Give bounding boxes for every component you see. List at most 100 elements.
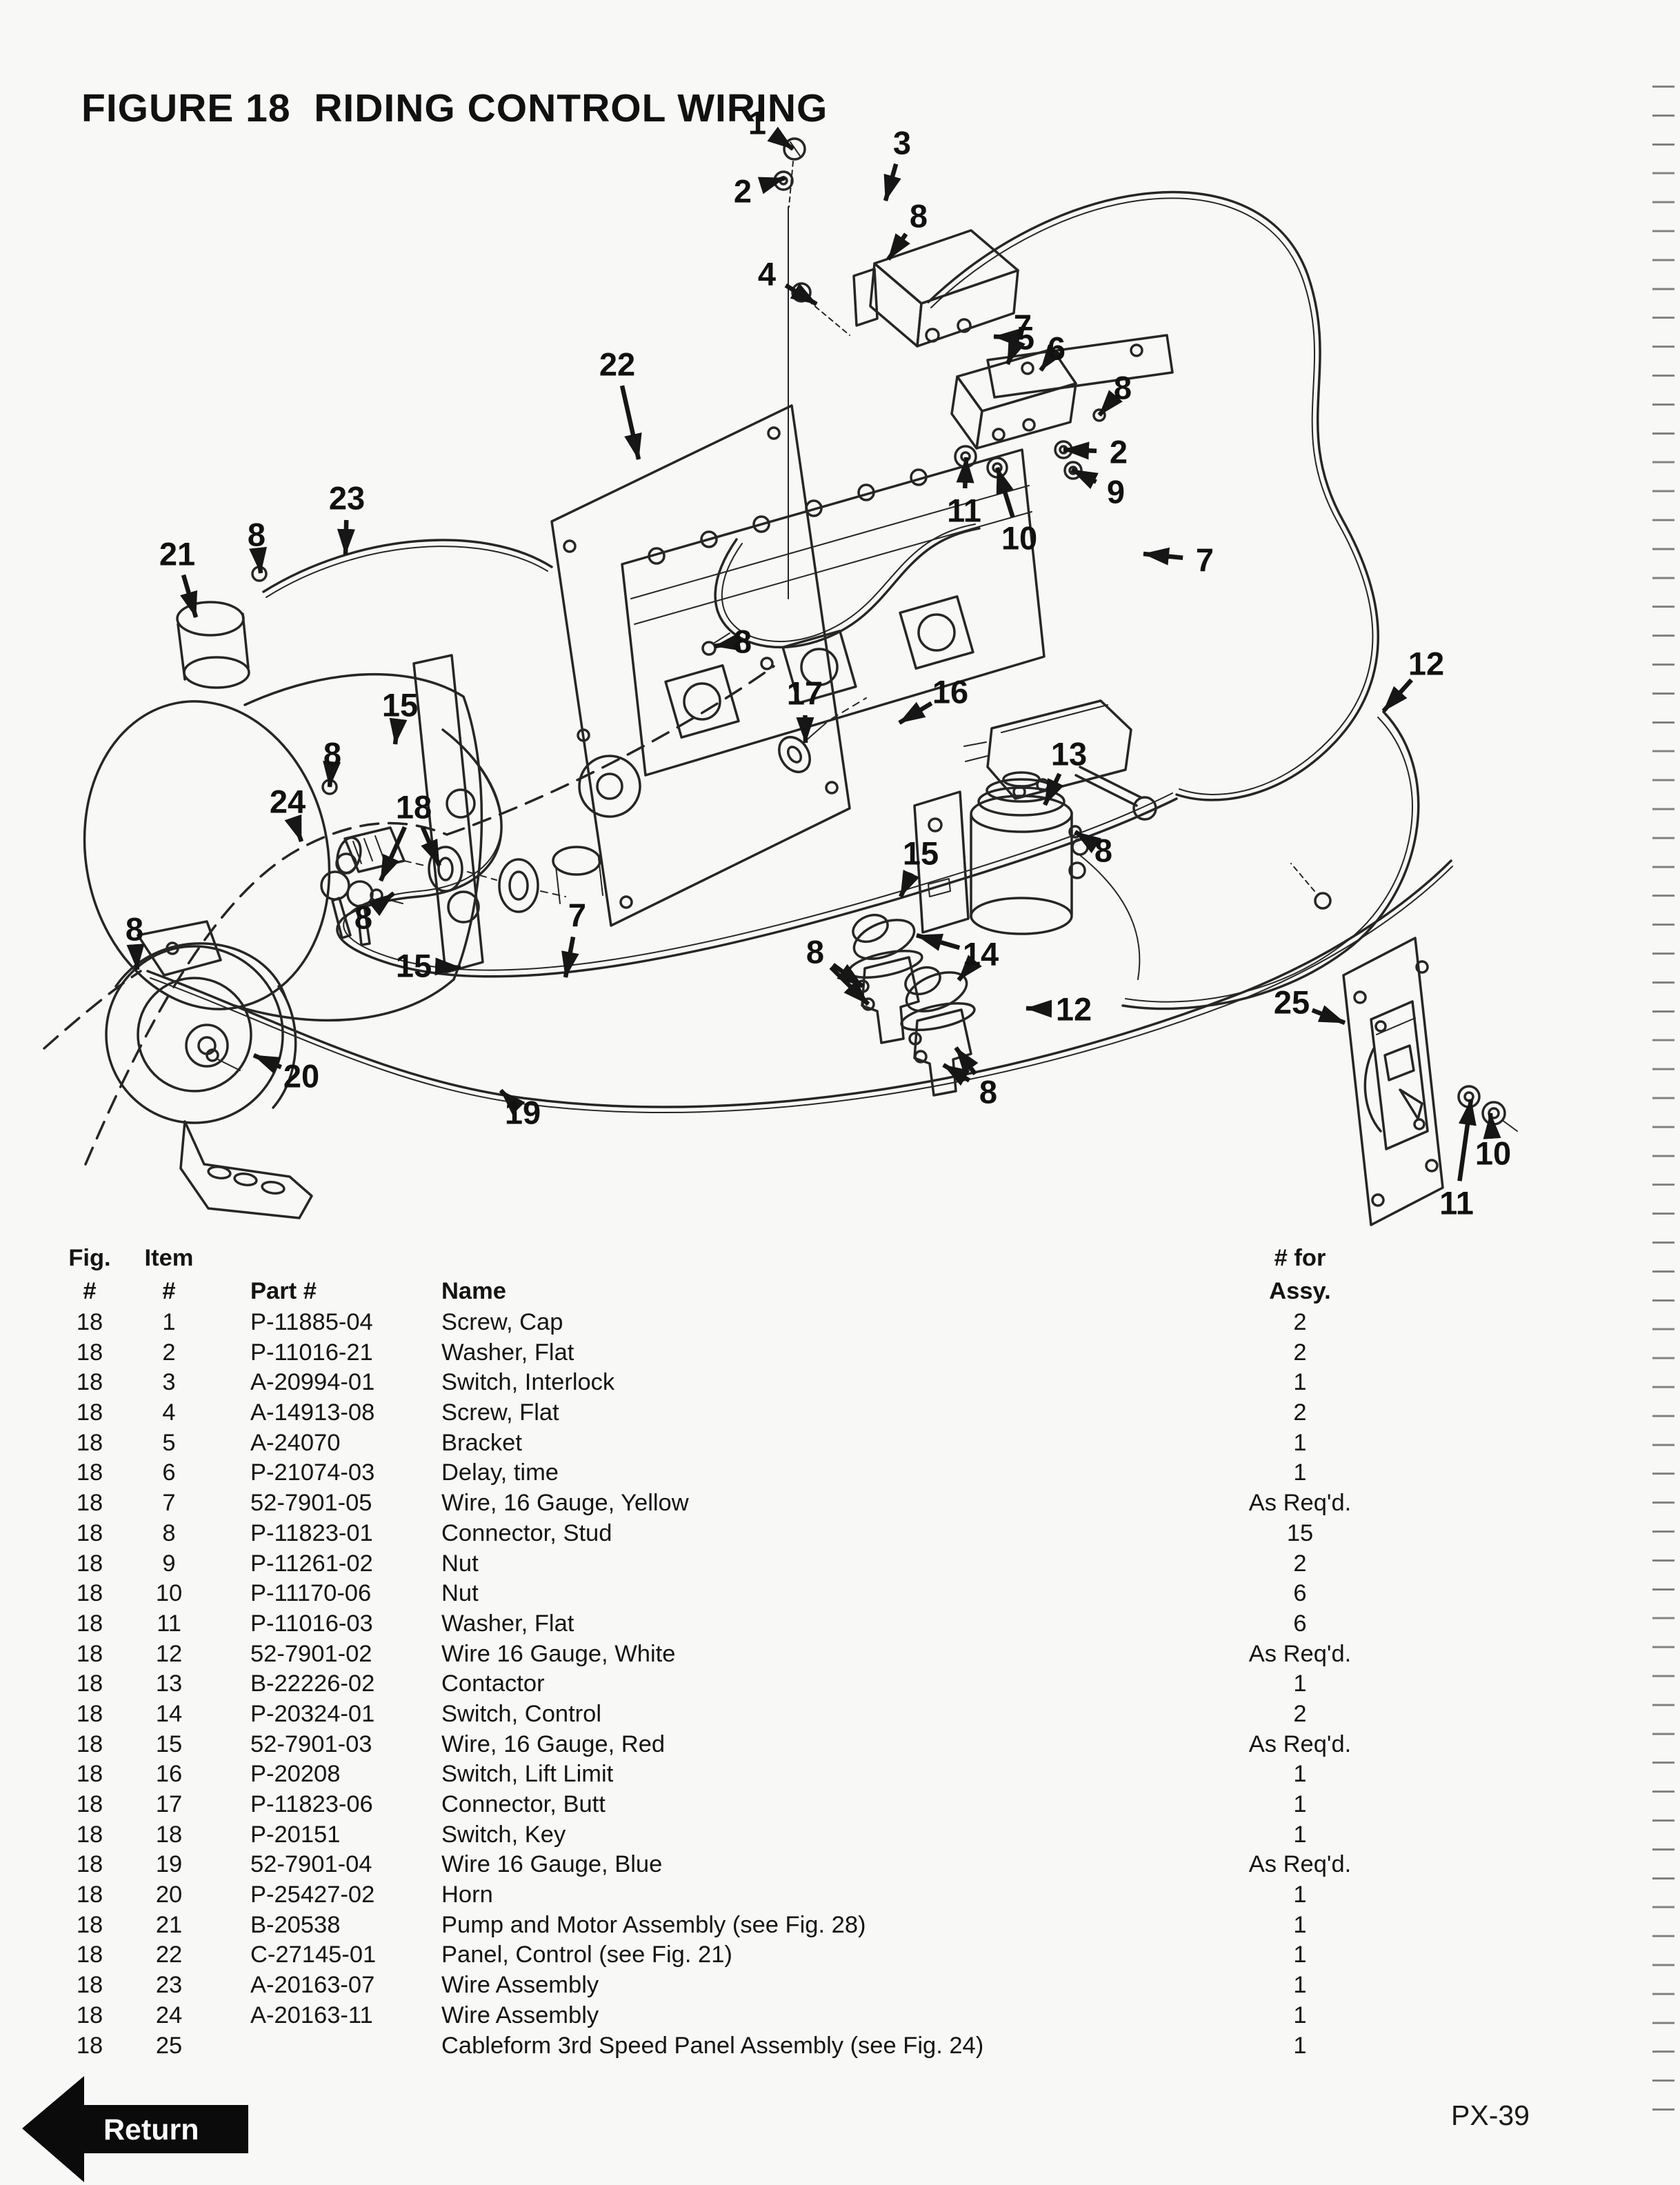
cell-name: Panel, Control (see Fig. 21) xyxy=(441,1942,732,1968)
callout-arrow xyxy=(994,467,1015,518)
cell-name: Contactor xyxy=(441,1670,545,1697)
callout-arrow xyxy=(499,1088,526,1115)
header-item: Item xyxy=(144,1245,194,1271)
callout-label: 11 xyxy=(1439,1185,1474,1221)
cell-item: 15 xyxy=(155,1730,183,1757)
cell-fig: 18 xyxy=(76,1972,103,1999)
callout-arrow xyxy=(1074,830,1102,854)
bracket xyxy=(986,334,1174,399)
cell-name: Cableform 3rd Speed Panel Assembly (see … xyxy=(441,2032,984,2059)
callout-label: 8 xyxy=(1094,832,1112,869)
cell-name: Switch, Interlock xyxy=(441,1369,615,1396)
callout-label: 11 xyxy=(947,492,981,529)
cell-name: Wire Assembly xyxy=(441,1972,599,1999)
cell-item: 7 xyxy=(162,1490,176,1517)
cell-qty: 1 xyxy=(1293,1670,1307,1697)
callout-arrow xyxy=(1097,390,1123,417)
hardware-cluster xyxy=(954,399,1119,480)
cell-qty: 2 xyxy=(1293,1309,1307,1335)
cell-item: 11 xyxy=(157,1610,181,1637)
cell-part: P-11261-02 xyxy=(250,1550,373,1577)
header-item-num: # xyxy=(162,1278,176,1304)
cell-fig: 18 xyxy=(76,1942,103,1968)
cell-item: 2 xyxy=(162,1339,176,1366)
cell-fig: 18 xyxy=(76,1670,103,1697)
cell-fig: 18 xyxy=(76,1490,103,1517)
return-button[interactable]: Return xyxy=(14,2069,276,2185)
cell-item: 6 xyxy=(162,1459,176,1486)
cell-part: P-11016-21 xyxy=(250,1339,373,1366)
parts-table: Fig. Item # for # # Part # Name Assy. 18… xyxy=(0,1241,1680,2061)
cell-part: P-11170-06 xyxy=(250,1580,372,1607)
cell-name: Washer, Flat xyxy=(441,1339,574,1366)
callout-arrow xyxy=(619,385,642,460)
callout-label: 2 xyxy=(734,173,752,210)
cell-qty: 1 xyxy=(1293,1459,1307,1486)
return-label[interactable]: Return xyxy=(103,2113,199,2146)
control-panel xyxy=(550,404,1046,927)
callout-arrow xyxy=(954,1046,979,1076)
cell-part xyxy=(224,2031,417,2062)
cell-fig: 18 xyxy=(76,1761,103,1788)
callout-arrow xyxy=(898,701,933,725)
cell-fig: 18 xyxy=(76,1339,103,1366)
callout-arrow xyxy=(714,632,741,651)
callout-label: 8 xyxy=(354,899,372,936)
callout-label: 8 xyxy=(979,1074,997,1110)
cell-part: B-22226-02 xyxy=(250,1670,375,1697)
callout-arrow xyxy=(1483,1113,1501,1139)
cell-item: 20 xyxy=(155,1882,183,1908)
cell-item: 5 xyxy=(162,1429,176,1456)
callout-arrow xyxy=(284,814,304,843)
callout-arrow xyxy=(379,826,407,882)
cell-qty: 2 xyxy=(1293,1550,1307,1577)
butt-connector xyxy=(760,657,867,773)
cell-qty: 2 xyxy=(1293,1339,1307,1366)
cell-part: 52-7901-03 xyxy=(250,1730,372,1757)
cell-part: P-11823-01 xyxy=(250,1519,373,1546)
cell-fig: 18 xyxy=(76,1610,103,1637)
cell-qty: As Req'd. xyxy=(1248,1851,1352,1878)
cell-item: 16 xyxy=(155,1761,183,1788)
cell-qty: 1 xyxy=(1293,1911,1307,1938)
cell-item: 23 xyxy=(155,1972,183,1999)
cell-fig: 18 xyxy=(76,1429,103,1456)
cell-name: Wire, 16 Gauge, Red xyxy=(441,1730,666,1757)
wire-white-16ga xyxy=(1121,710,1420,1010)
callout-arrow xyxy=(1311,1005,1346,1026)
callout-label: 10 xyxy=(1475,1135,1511,1172)
header-spacer xyxy=(417,1241,1197,1275)
cell-item: 24 xyxy=(155,2002,183,2028)
cell-part: P-20324-01 xyxy=(250,1700,375,1727)
cell-part: A-20163-07 xyxy=(250,1972,375,1999)
cell-qty: 15 xyxy=(1286,1519,1314,1546)
cell-name: Switch, Lift Limit xyxy=(441,1761,614,1788)
cell-qty: As Req'd. xyxy=(1248,1640,1352,1667)
callout-arrow xyxy=(1026,999,1052,1018)
callout-label: 19 xyxy=(505,1095,541,1131)
return-arrow-shape[interactable] xyxy=(22,2076,248,2182)
callout-arrow xyxy=(757,175,786,194)
contactor xyxy=(913,771,1141,980)
cell-fig: 18 xyxy=(76,1519,103,1546)
cell-qty: 2 xyxy=(1293,1399,1307,1426)
cell-qty: 1 xyxy=(1293,1942,1307,1968)
cell-part: A-14913-08 xyxy=(250,1399,375,1426)
callout-label: 8 xyxy=(806,934,824,970)
cell-name: Wire Assembly xyxy=(441,2002,599,2028)
callout-label: 20 xyxy=(283,1058,319,1095)
cell-item: 13 xyxy=(155,1670,183,1697)
callout-label: 16 xyxy=(932,674,968,710)
callout-label: 9 xyxy=(1107,474,1125,510)
interlock-switch xyxy=(852,229,1019,348)
